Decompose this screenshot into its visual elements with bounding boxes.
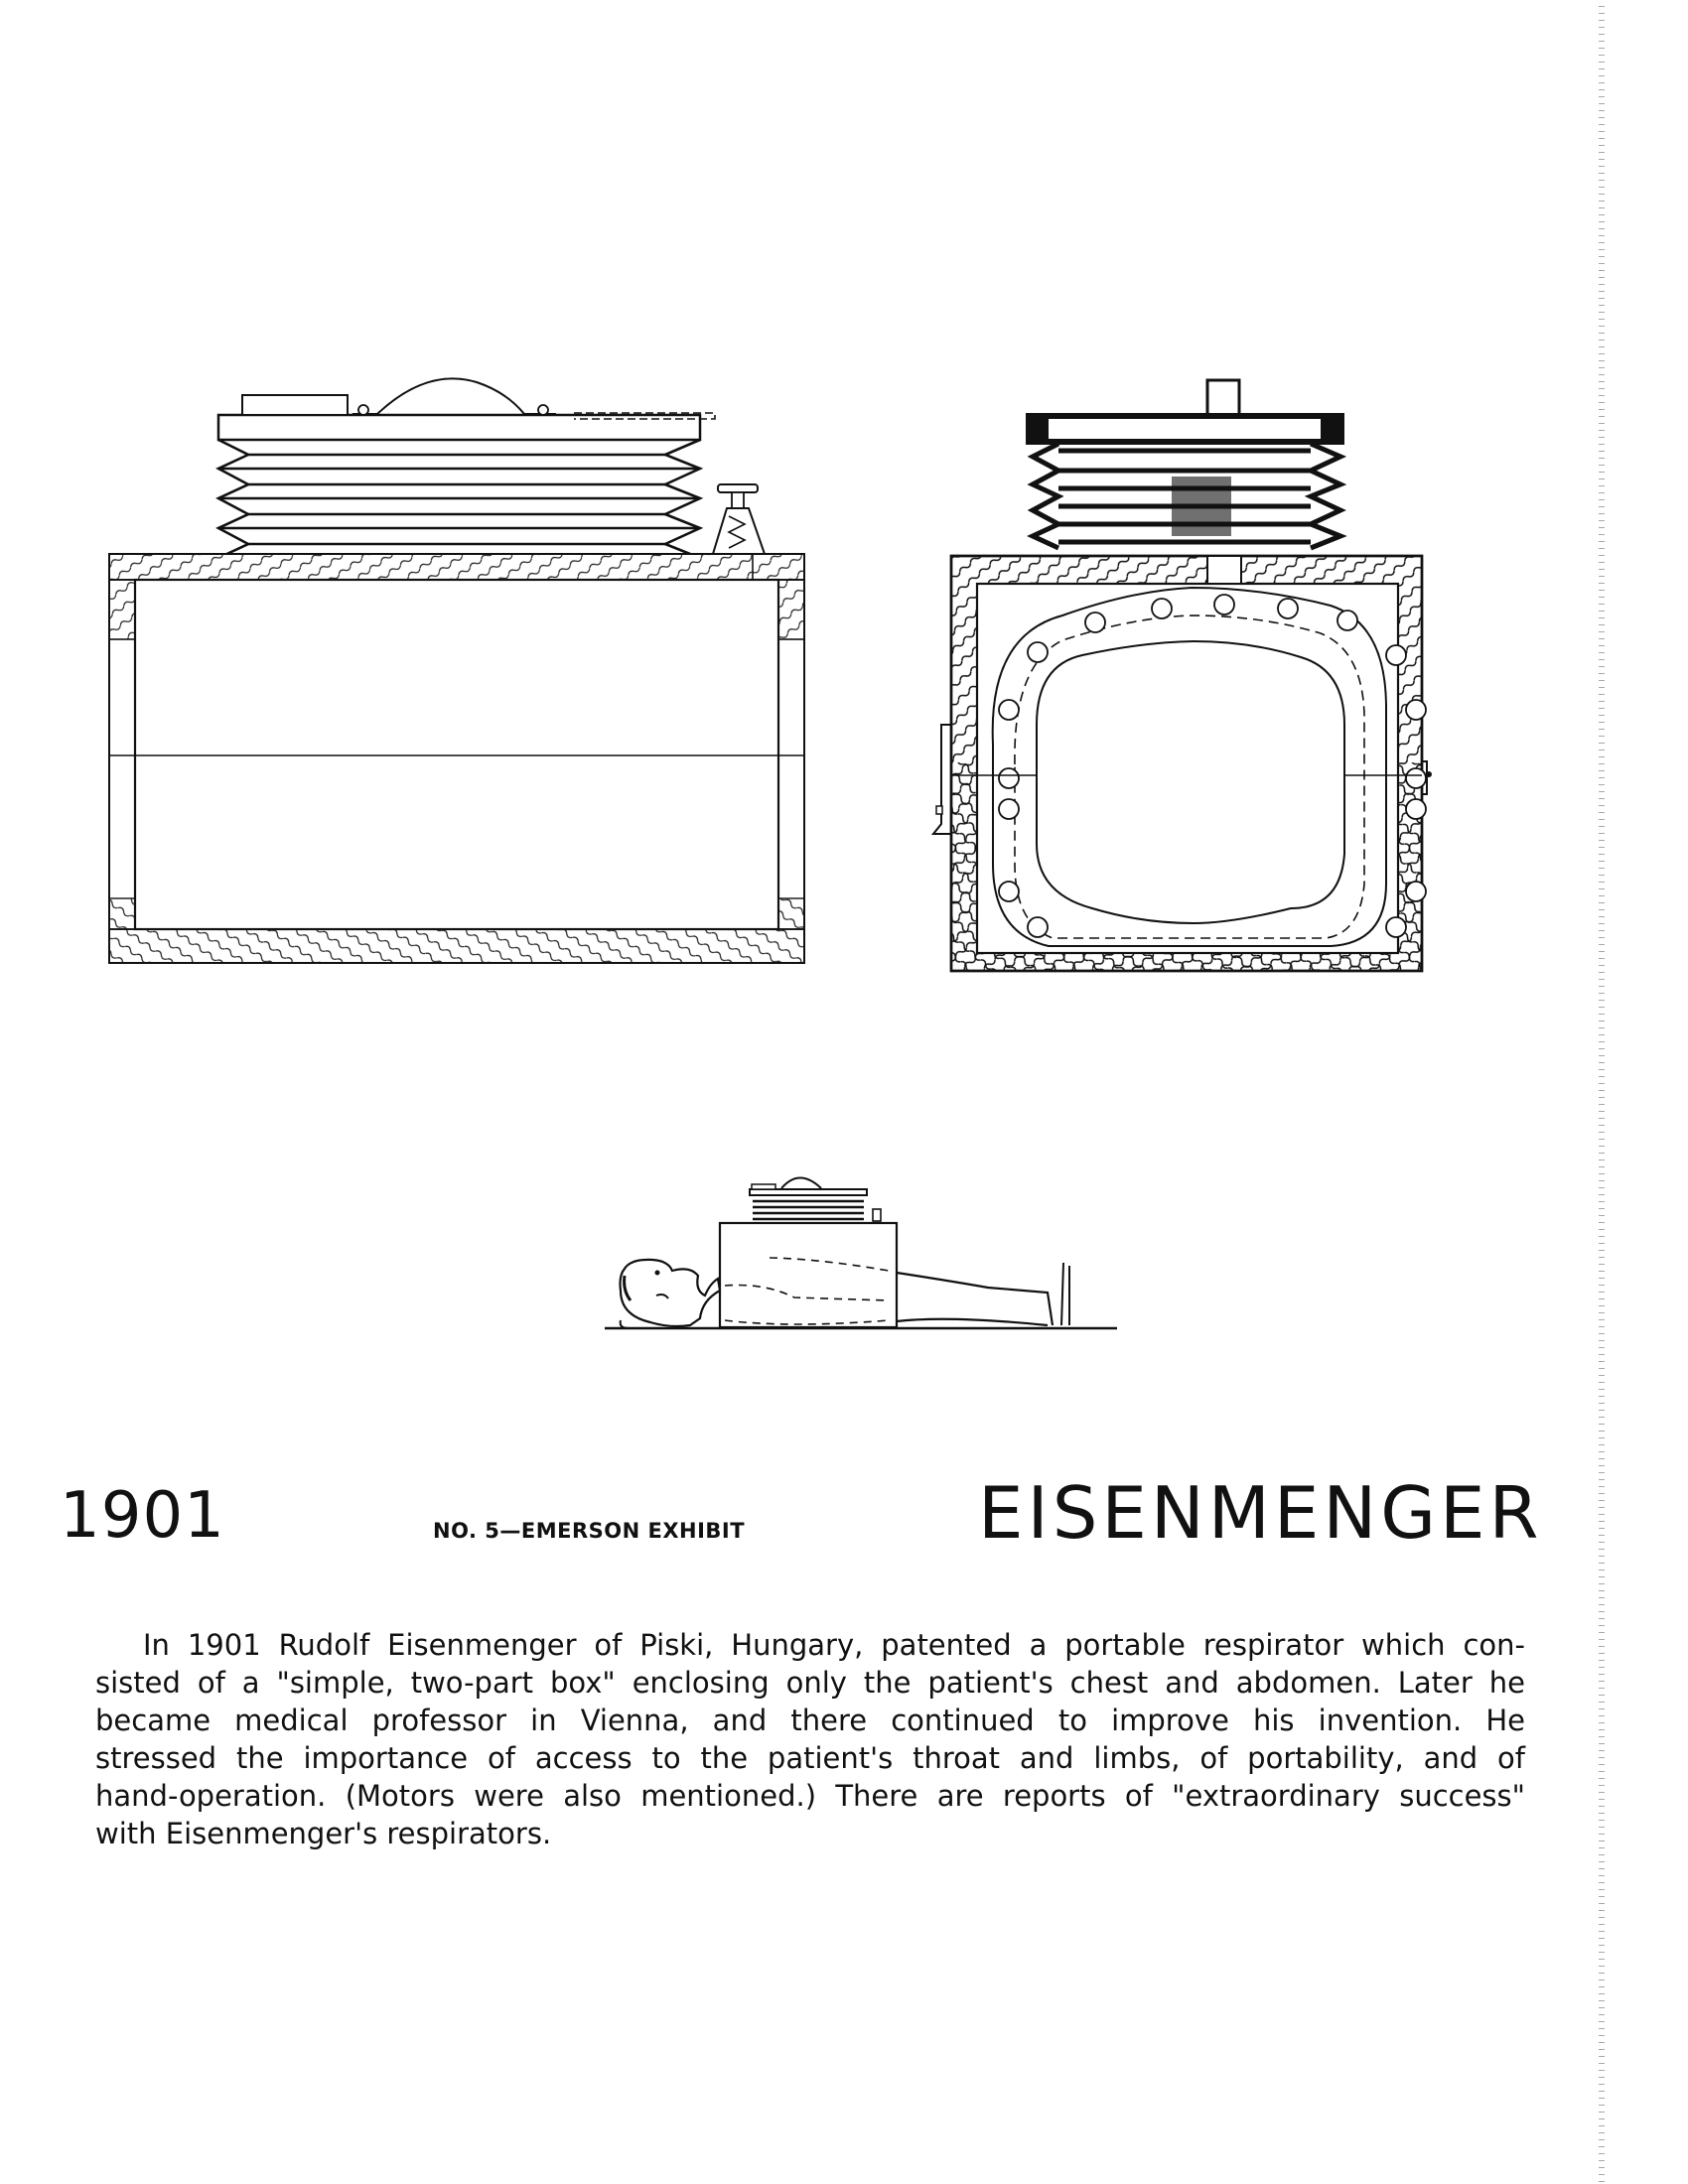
paragraph-line: became medical professor in Vienna, and … bbox=[95, 1704, 1525, 1737]
patient-figure bbox=[605, 1176, 1117, 1330]
exhibit-label: NO. 5—EMERSON EXHIBIT bbox=[433, 1519, 746, 1543]
paragraph-line: with Eisenmenger's respirators. bbox=[95, 1817, 552, 1850]
year-heading: 1901 bbox=[60, 1479, 225, 1553]
scan-edge-artifact bbox=[1599, 0, 1605, 2184]
description-paragraph: In 1901 Rudolf Eisenmenger of Piski, Hun… bbox=[95, 1626, 1525, 1852]
paragraph-line: In 1901 Rudolf Eisenmenger of Piski, Hun… bbox=[143, 1628, 1525, 1662]
paragraph-line: hand-operation. (Motors were also mentio… bbox=[95, 1779, 1525, 1813]
side-section-figure bbox=[108, 377, 805, 964]
inventor-name-title: EISENMENGER bbox=[978, 1471, 1543, 1555]
end-section-figure bbox=[930, 378, 1432, 973]
paragraph-line: stressed the importance of access to the… bbox=[95, 1741, 1525, 1775]
paragraph-line: sisted of a "simple, two-part box" enclo… bbox=[95, 1666, 1525, 1700]
